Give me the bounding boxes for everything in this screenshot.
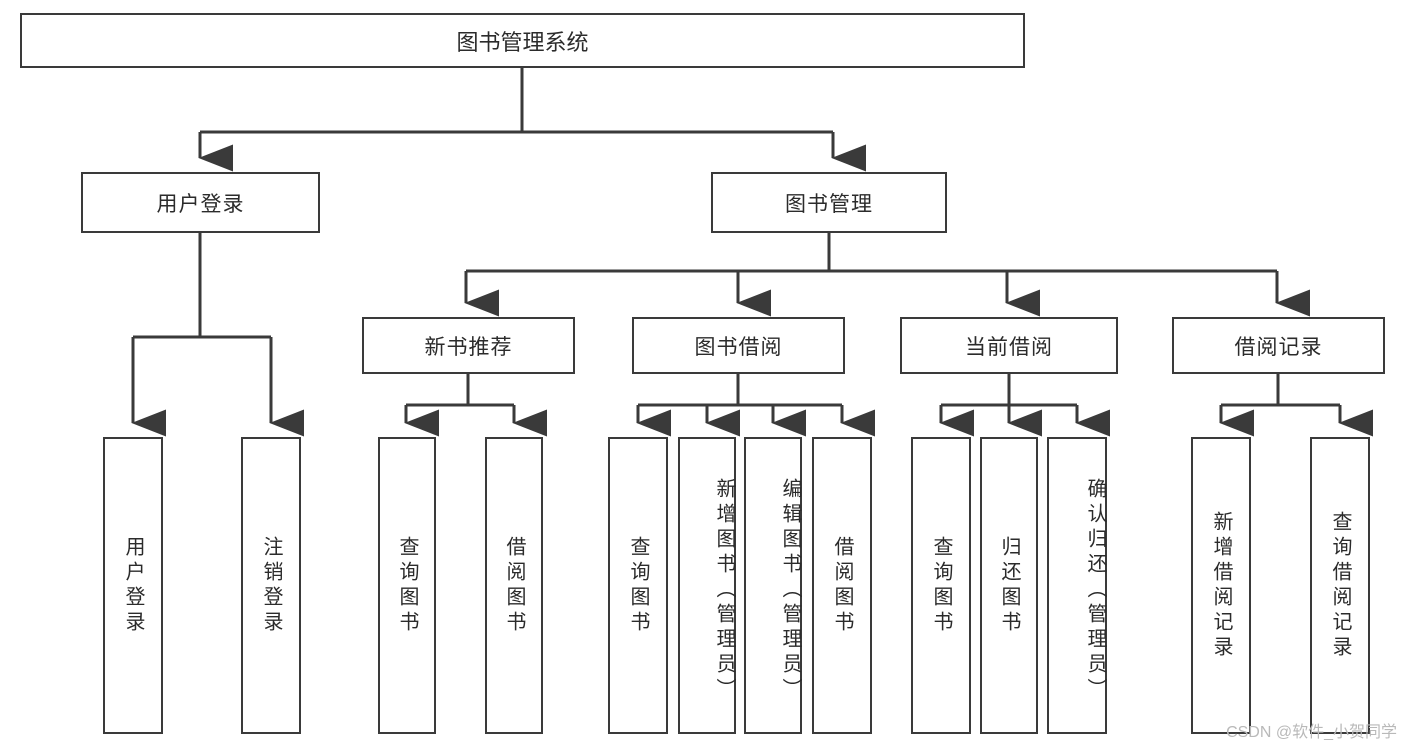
node-borrow-record[interactable]: 借阅记录 <box>1172 317 1385 374</box>
leaf-book-borrow-add-book-admin[interactable]: 新增图书（管理员） <box>678 437 736 734</box>
node-new-book-recommend[interactable]: 新书推荐 <box>362 317 575 374</box>
leaf-user-login-logout[interactable]: 注销登录 <box>241 437 301 734</box>
node-current-borrow[interactable]: 当前借阅 <box>900 317 1118 374</box>
leaf-current-borrow-confirm-return-admin[interactable]: 确认归还（管理员） <box>1047 437 1107 734</box>
node-book-management[interactable]: 图书管理 <box>711 172 947 233</box>
leaf-book-borrow-query-book[interactable]: 查询图书 <box>608 437 668 734</box>
leaf-current-borrow-query-book[interactable]: 查询图书 <box>911 437 971 734</box>
node-root-book-management-system[interactable]: 图书管理系统 <box>20 13 1025 68</box>
node-user-login[interactable]: 用户登录 <box>81 172 320 233</box>
leaf-new-book-query-book[interactable]: 查询图书 <box>378 437 436 734</box>
leaf-borrow-record-query-record[interactable]: 查询借阅记录 <box>1310 437 1370 734</box>
leaf-current-borrow-return-book[interactable]: 归还图书 <box>980 437 1038 734</box>
leaf-book-borrow-edit-book-admin[interactable]: 编辑图书（管理员） <box>744 437 802 734</box>
csdn-watermark: CSDN @软件_小贺同学 <box>1226 724 1397 741</box>
leaf-book-borrow-borrow-book[interactable]: 借阅图书 <box>812 437 872 734</box>
leaf-new-book-borrow-book[interactable]: 借阅图书 <box>485 437 543 734</box>
leaf-borrow-record-add-record[interactable]: 新增借阅记录 <box>1191 437 1251 734</box>
leaf-user-login-login[interactable]: 用户登录 <box>103 437 163 734</box>
node-book-borrow[interactable]: 图书借阅 <box>632 317 845 374</box>
